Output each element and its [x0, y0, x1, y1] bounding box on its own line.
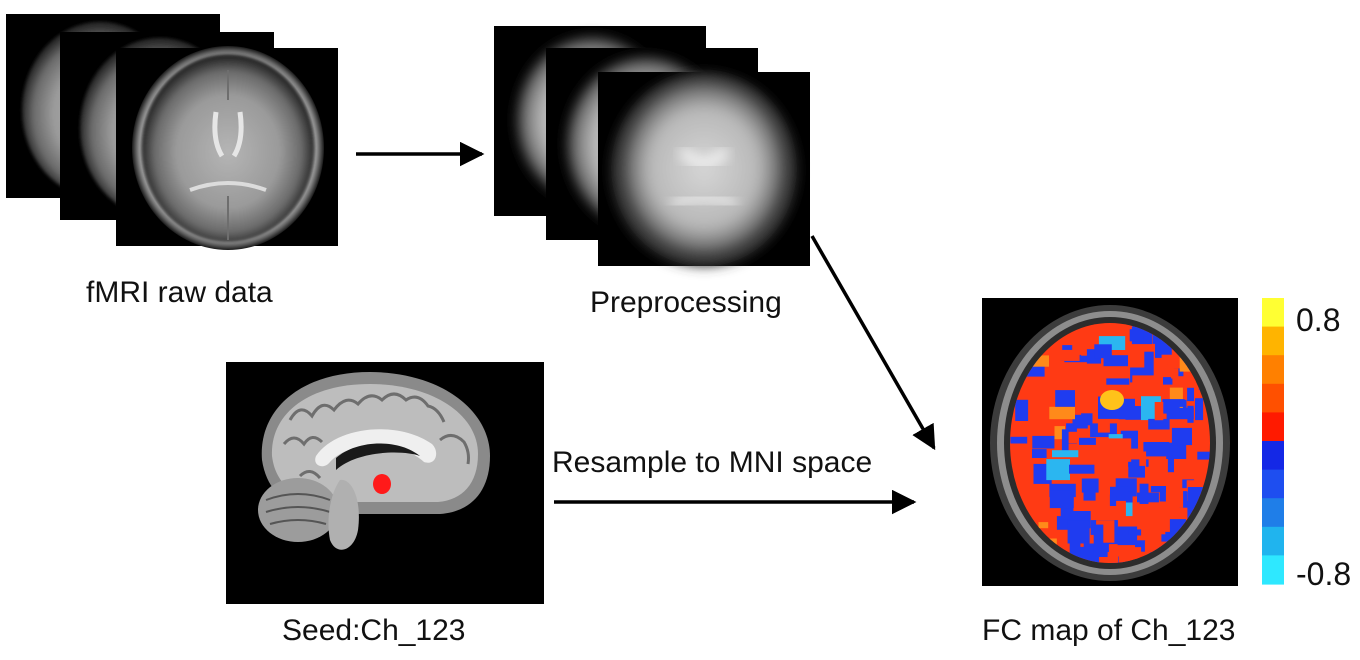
- fc-voxel: [1179, 491, 1188, 508]
- fc-hotspot: [1100, 390, 1124, 410]
- fc-voxel: [1197, 451, 1210, 460]
- colorbar-segment: [1262, 326, 1284, 356]
- fc-voxel: [1052, 450, 1079, 458]
- fc-voxel: [1143, 442, 1170, 457]
- colorbar-segment: [1262, 441, 1284, 471]
- fc-voxel: [1144, 351, 1154, 376]
- fc-voxel: [1061, 429, 1069, 453]
- fc-voxel: [1117, 526, 1138, 546]
- fc-voxel: [1103, 355, 1128, 367]
- seed-region-marker: [373, 474, 391, 494]
- fc-voxel: [1187, 371, 1197, 382]
- colorbar-segment: [1262, 355, 1284, 385]
- fc-voxel: [1171, 427, 1192, 446]
- raw-data-label: fMRI raw data: [86, 276, 273, 309]
- colorbar-segment: [1262, 526, 1284, 556]
- raw-slice-front: [116, 46, 338, 250]
- fc-voxel: [1069, 464, 1095, 474]
- fc-voxel: [1054, 426, 1065, 440]
- fc-voxel: [1139, 451, 1147, 468]
- fc-voxel: [1154, 402, 1164, 421]
- fc-voxel: [1195, 398, 1204, 421]
- fc-voxel: [1046, 459, 1070, 481]
- fc-voxel: [1166, 407, 1194, 420]
- fc-voxel: [1171, 368, 1179, 379]
- fc-voxel: [1094, 344, 1112, 359]
- colorbar-segment: [1262, 555, 1284, 585]
- colorbar: [1262, 298, 1284, 585]
- colorbar-segment: [1262, 412, 1284, 442]
- fc-voxel: [1056, 373, 1081, 395]
- fc-map-label: FC map of Ch_123: [982, 614, 1236, 647]
- fc-voxel: [1186, 480, 1201, 492]
- fc-voxel: [1058, 431, 1083, 444]
- fc-voxel: [1038, 522, 1049, 529]
- fc-voxel: [1135, 540, 1146, 548]
- fc-voxel: [1163, 377, 1173, 385]
- fc-voxel: [1173, 364, 1184, 377]
- pre-slice-front: [598, 72, 810, 266]
- fc-voxel: [1167, 451, 1174, 473]
- fc-voxel: [1025, 355, 1049, 367]
- fc-voxel: [1109, 494, 1117, 506]
- fc-voxel: [1015, 399, 1029, 421]
- arrow-preprocessing-to-fc: [810, 235, 936, 451]
- fc-voxel: [1079, 437, 1096, 445]
- fc-voxel: [1097, 422, 1110, 433]
- fc-voxel: [1049, 490, 1074, 509]
- preprocessing-label: Preprocessing: [590, 286, 782, 319]
- raw-fmri-stack: [6, 14, 338, 250]
- fc-voxel: [1155, 336, 1162, 358]
- fc-voxel: [1107, 552, 1118, 563]
- colorbar-segment: [1262, 383, 1284, 413]
- fc-voxel: [1069, 538, 1081, 562]
- fc-map-image: [982, 298, 1238, 586]
- fc-voxel: [1010, 436, 1028, 444]
- fc-voxel: [1128, 465, 1145, 478]
- fc-voxel: [1166, 400, 1180, 413]
- seed-label: Seed:Ch_123: [282, 614, 466, 647]
- colorbar-min-label: -0.8: [1296, 556, 1352, 592]
- fc-voxel: [1128, 459, 1149, 467]
- fc-voxel: [1055, 390, 1075, 407]
- fc-voxel: [1118, 555, 1140, 563]
- resample-label: Resample to MNI space: [552, 446, 873, 479]
- fc-voxel: [1032, 435, 1055, 449]
- fc-voxel: [1128, 529, 1142, 536]
- fc-voxel: [1049, 406, 1075, 420]
- fc-voxel: [1072, 414, 1088, 429]
- fc-voxel: [1137, 492, 1159, 503]
- fc-voxel: [1056, 349, 1080, 361]
- fc-voxel: [1110, 491, 1133, 503]
- fc-voxel: [1170, 487, 1184, 508]
- fc-voxel: [1067, 520, 1090, 544]
- seed-sagittal-image: [226, 362, 544, 604]
- fc-voxel: [1150, 486, 1166, 493]
- colorbar-max-label: 0.8: [1296, 302, 1341, 338]
- fc-voxel: [1143, 527, 1166, 535]
- fc-voxel: [1062, 345, 1073, 353]
- preprocessed-stack: [494, 26, 810, 266]
- colorbar-segment: [1262, 498, 1284, 528]
- fc-voxel: [1094, 524, 1104, 548]
- fc-voxel: [1032, 449, 1047, 458]
- fc-voxel: [1132, 375, 1158, 387]
- colorbar-segment: [1262, 469, 1284, 499]
- fc-voxel: [1110, 486, 1128, 496]
- colorbar-segment: [1262, 298, 1284, 328]
- fc-voxel: [1187, 387, 1194, 402]
- fc-voxel: [1103, 438, 1132, 462]
- fc-voxel: [1129, 329, 1144, 342]
- fc-voxel: [1144, 541, 1172, 553]
- fc-voxel: [1148, 418, 1170, 430]
- fc-voxel: [1106, 378, 1130, 385]
- fc-voxel: [1083, 481, 1096, 501]
